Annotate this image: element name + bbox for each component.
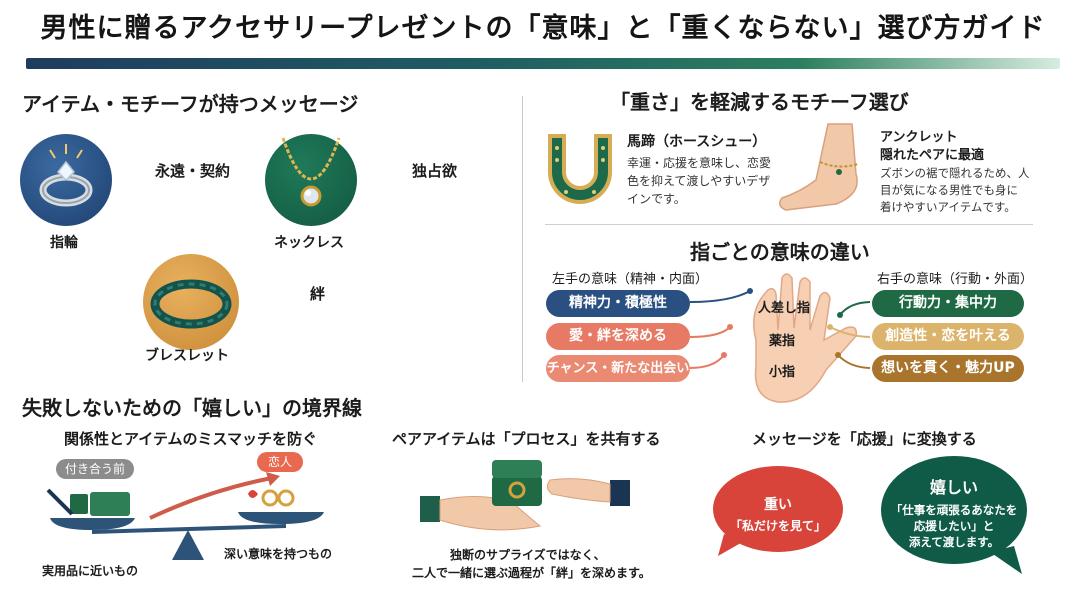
message-heading: メッセージを「応援」に変換する: [752, 430, 977, 448]
horseshoe-desc-2: 色を抑えて渡しやすいデザ: [627, 174, 771, 188]
ring-meaning: 永遠・契約: [155, 162, 231, 180]
hand-icon: [753, 273, 858, 403]
motif-section-heading: アイテム・モチーフが持つメッセージ: [22, 92, 359, 116]
horseshoe-desc-3: インです。: [627, 192, 686, 206]
left-pinky-meaning: チャンス・新たな出会い: [546, 355, 690, 382]
page-title: 男性に贈るアクセサリープレゼントの「意味」と「重くならない」選び方ガイド: [40, 13, 1046, 44]
bracelet-meaning: 絆: [310, 285, 326, 303]
ring-label: 指輪: [50, 235, 78, 251]
horizontal-divider: [545, 224, 1033, 225]
anklet-title-1: アンクレット: [880, 130, 958, 145]
happy-bubble-text-1: 「仕事を頑張るあなたを: [890, 503, 1018, 517]
happy-bubble-text-2: 応援したい」と: [913, 519, 995, 533]
ring-icon: [39, 144, 93, 207]
happy-bubble-tail: [990, 546, 1022, 574]
pair-caption-1: 独断のサプライズではなく、: [450, 548, 606, 562]
finger-pinky-label: 小指: [769, 365, 796, 380]
deep-meaning-caption: 深い意味を持つもの: [224, 547, 333, 561]
necklace-icon: [281, 137, 341, 207]
balance-scale-icon: [46, 472, 324, 560]
right-hand-header: 右手の意味（行動・外面）: [877, 272, 1034, 287]
pair-caption-2: 二人で一緒に選ぶ過程が「絆」を深めます。: [412, 566, 651, 580]
left-hand-header: 左手の意味（精神・内面）: [552, 272, 709, 287]
horseshoe-title: 馬蹄（ホースシュー）: [627, 134, 767, 150]
happy-bubble-text-3: 添えて渡します。: [908, 535, 1000, 549]
finger-connector-lines: [690, 288, 870, 369]
happy-bubble: 嬉しい 「仕事を頑張るあなたを 応援したい」と 添えて渡します。: [881, 456, 1027, 564]
lover-tag: 恋人: [257, 452, 303, 472]
right-ring-meaning: 創造性・恋を叶える: [872, 323, 1024, 350]
bracelet-icon: [150, 279, 232, 329]
horseshoe-icon: [548, 134, 612, 204]
title-underline: [26, 58, 1060, 69]
bracelet-circle: [143, 254, 239, 350]
boundary-section-heading: 失敗しないための「嬉しい」の境界線: [22, 396, 362, 420]
vertical-divider: [522, 96, 523, 382]
finger-ring-label: 薬指: [769, 334, 796, 349]
heavy-bubble-tail: [718, 534, 746, 556]
mismatch-heading: 関係性とアイテムのミスマッチを防ぐ: [64, 430, 318, 448]
ring-circle: [20, 134, 112, 226]
heavy-bubble-title: 重い: [764, 497, 792, 513]
left-index-meaning: 精神力・積極性: [546, 290, 690, 317]
necklace-circle: [265, 134, 357, 226]
anklet-desc-1: ズボンの裾で隠れるため、人: [880, 166, 1030, 180]
anklet-desc-3: 着けやすいアイテムです。: [880, 200, 1016, 214]
heavy-bubble-text: 「私だけを見て」: [729, 519, 826, 533]
left-ring-meaning: 愛・絆を深める: [546, 323, 690, 350]
finger-section-heading: 指ごとの意味の違い: [690, 240, 870, 264]
before-dating-tag: 付き合う前: [56, 459, 134, 479]
right-index-meaning: 行動力・集中力: [872, 290, 1024, 317]
bracelet-label: ブレスレット: [145, 348, 229, 364]
necklace-label: ネックレス: [274, 235, 344, 251]
anklet-icon: [779, 123, 859, 211]
light-section-heading: 「重さ」を軽減するモチーフ選び: [610, 90, 909, 114]
horseshoe-desc-1: 幸運・応援を意味し、恋愛: [627, 156, 772, 170]
anklet-desc-2: 目が気になる男性でも身に: [880, 183, 1018, 197]
necklace-meaning: 独占欲: [412, 162, 458, 180]
finger-index-label: 人差し指: [758, 301, 811, 316]
ring-box-hands-icon: [420, 460, 630, 531]
right-pinky-meaning: 想いを貫く・魅力UP: [872, 355, 1024, 382]
pair-item-heading: ペアアイテムは「プロセス」を共有する: [392, 430, 661, 448]
practical-caption: 実用品に近いもの: [42, 564, 139, 578]
happy-bubble-title: 嬉しい: [929, 478, 978, 497]
anklet-title-2: 隠れたペアに最適: [880, 148, 985, 163]
